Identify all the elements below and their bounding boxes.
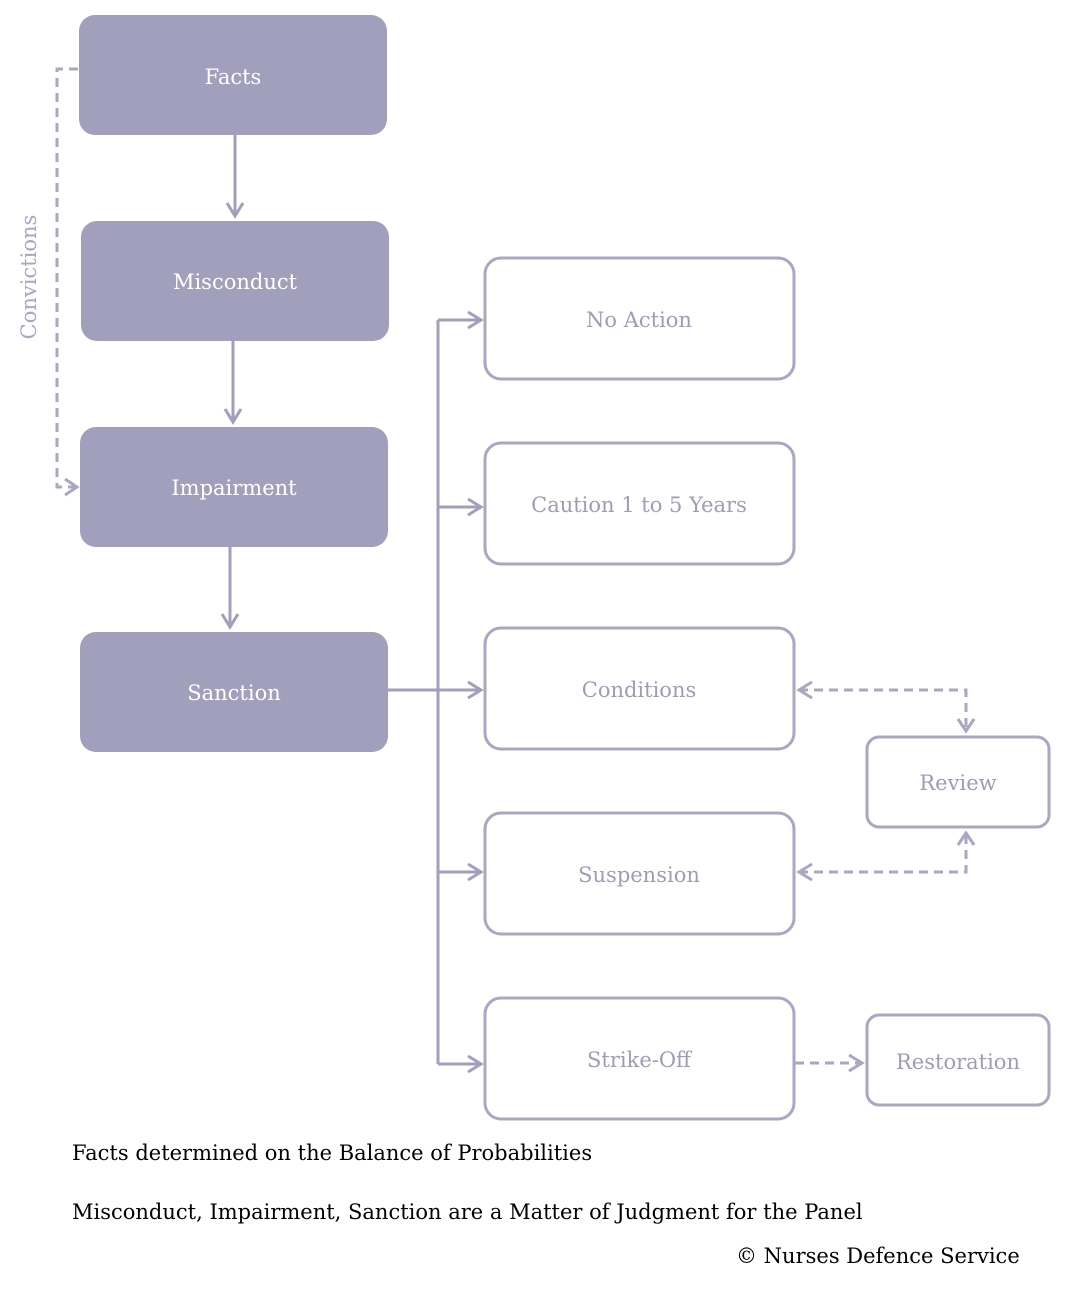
arrow-suspension-review	[796, 830, 976, 882]
outcome-no-action: No Action	[483, 256, 796, 381]
followup-restoration: Restoration	[865, 1013, 1051, 1107]
followup-review-label: Review	[919, 771, 996, 795]
arrow-conditions-review	[796, 680, 976, 734]
followup-review: Review	[865, 735, 1051, 829]
note-facts-standard: Facts determined on the Balance of Proba…	[72, 1141, 593, 1165]
convictions-label: Convictions	[17, 215, 41, 340]
convictions-bypass-arrow	[55, 67, 80, 497]
review-loop-arrows	[795, 680, 976, 1073]
arrow-to-conditions	[438, 680, 484, 700]
outcome-strike-off: Strike-Off	[483, 996, 796, 1121]
outcome-caution-label: Caution 1 to 5 Years	[531, 493, 747, 517]
outcome-no-action-label: No Action	[586, 308, 692, 332]
node-sanction: Sanction	[80, 632, 388, 752]
arrow-to-suspension	[438, 862, 484, 882]
arrow-misconduct-to-impairment	[223, 341, 243, 425]
arrow-strike-off-restoration	[795, 1053, 865, 1073]
arrow-to-no-action	[438, 310, 484, 330]
followup-restoration-label: Restoration	[896, 1050, 1020, 1074]
node-impairment-label: Impairment	[171, 476, 297, 500]
node-sanction-label: Sanction	[187, 681, 281, 705]
outcome-suspension-label: Suspension	[578, 863, 700, 887]
note-panel-judgment: Misconduct, Impairment, Sanction are a M…	[72, 1200, 863, 1224]
node-facts-label: Facts	[205, 65, 262, 89]
node-impairment: Impairment	[80, 427, 388, 547]
arrow-impairment-to-sanction	[220, 547, 240, 630]
process-arrows	[220, 135, 245, 630]
arrow-facts-to-misconduct	[225, 135, 245, 219]
copyright-notice: © Nurses Defence Service	[736, 1244, 1020, 1268]
outcome-conditions-label: Conditions	[582, 678, 697, 702]
arrow-to-caution	[438, 497, 484, 517]
node-misconduct: Misconduct	[81, 221, 389, 341]
arrow-to-strike-off	[438, 1054, 484, 1074]
node-facts: Facts	[79, 15, 387, 135]
outcome-strike-off-label: Strike-Off	[587, 1048, 693, 1072]
outcome-caution: Caution 1 to 5 Years	[483, 441, 796, 566]
outcome-suspension: Suspension	[483, 811, 796, 936]
node-misconduct-label: Misconduct	[173, 270, 298, 294]
outcome-conditions: Conditions	[483, 626, 796, 751]
sanction-branch-arrows	[388, 310, 484, 1074]
